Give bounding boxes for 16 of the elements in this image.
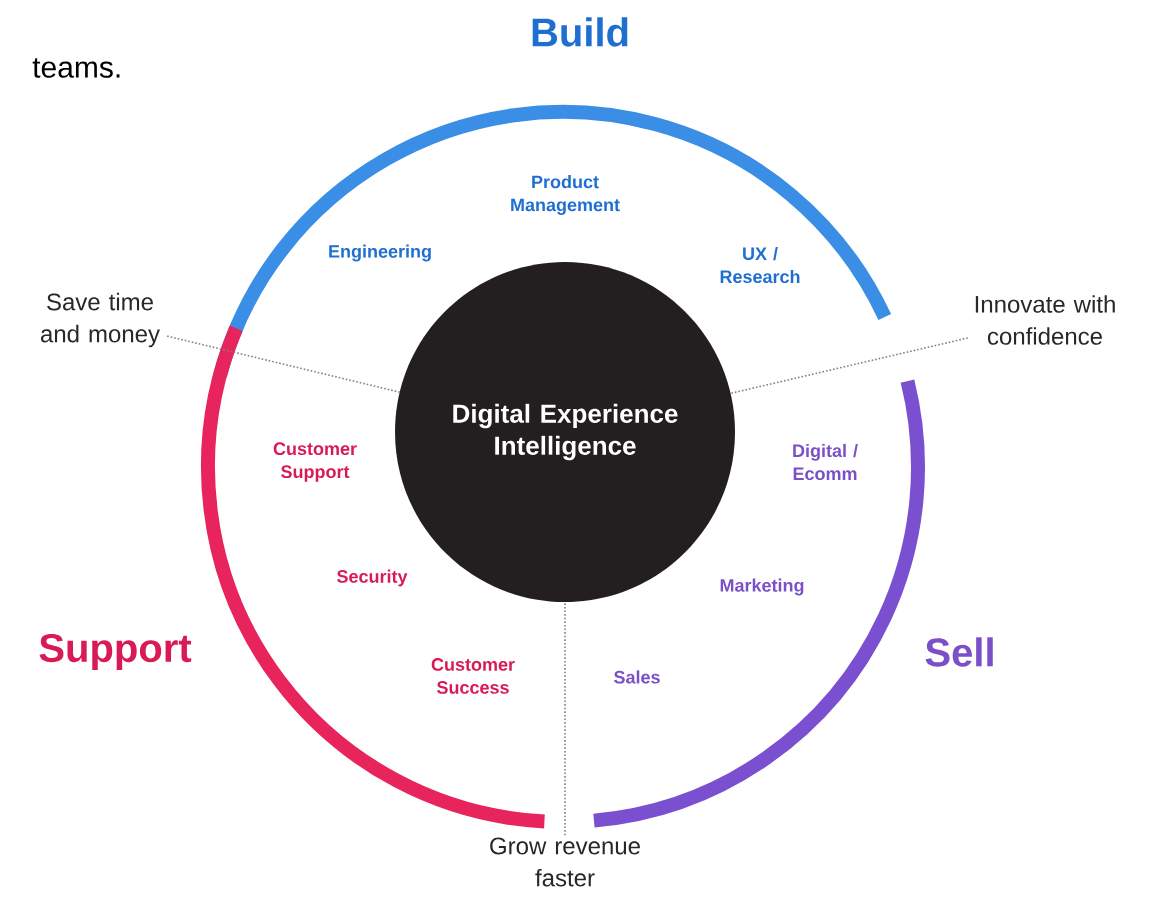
team-label: Product Management	[511, 175, 620, 215]
team-label: Digital / Ecomm	[793, 443, 858, 481]
team-label: Sales	[614, 670, 660, 684]
leader-line	[166, 335, 401, 393]
outcome-text: Grow revenue faster	[490, 837, 640, 887]
team-label: Customer Success	[431, 658, 515, 694]
outcome-text: Innovate with confidence	[975, 295, 1115, 345]
group-heading: Support	[39, 633, 192, 671]
team-label: Engineering	[329, 244, 431, 262]
leader-line	[729, 337, 969, 395]
team-label: Customer Support	[273, 442, 357, 482]
outcome-text: Save time and money	[41, 292, 160, 348]
leader-line	[564, 601, 566, 837]
cut-off-text: teams.	[32, 58, 120, 78]
group-heading: Sell	[925, 637, 993, 667]
group-heading: Build	[532, 17, 628, 47]
